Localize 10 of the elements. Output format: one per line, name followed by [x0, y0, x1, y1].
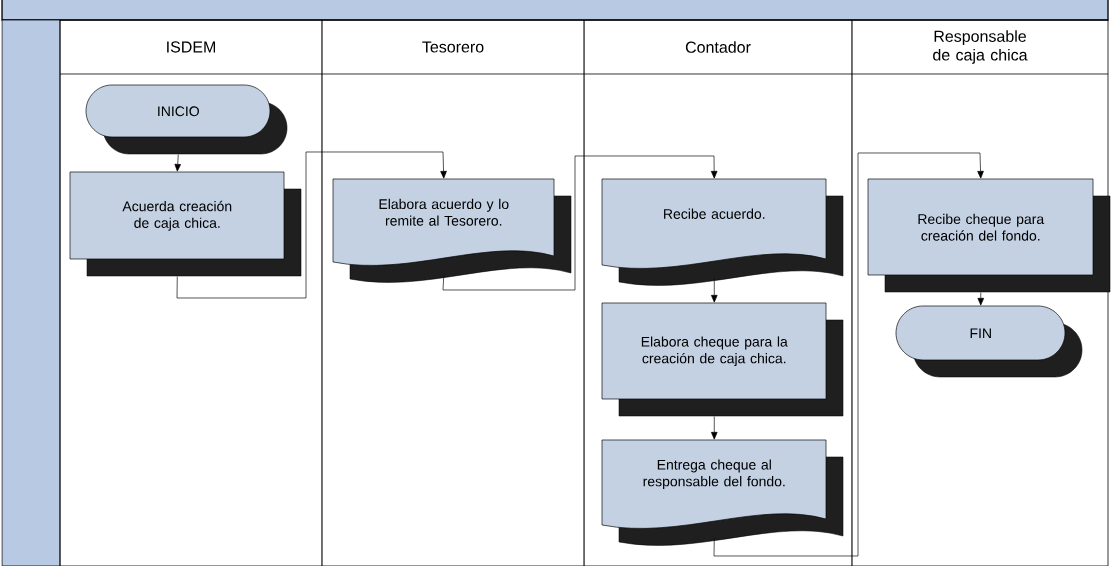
process-box: Recibe cheque para creación del fondo.: [867, 178, 1111, 293]
process-box: Acuerda creación de caja chica.: [69, 171, 302, 277]
arrow: [713, 152, 984, 557]
arrow: [442, 155, 718, 291]
process-box: Elabora cheque para la creación de caja chica.: [601, 302, 844, 417]
arrow: [977, 292, 985, 306]
arrow: [174, 154, 181, 172]
arrow: [711, 278, 718, 303]
arrow: [711, 416, 718, 440]
arrow: [176, 151, 447, 299]
